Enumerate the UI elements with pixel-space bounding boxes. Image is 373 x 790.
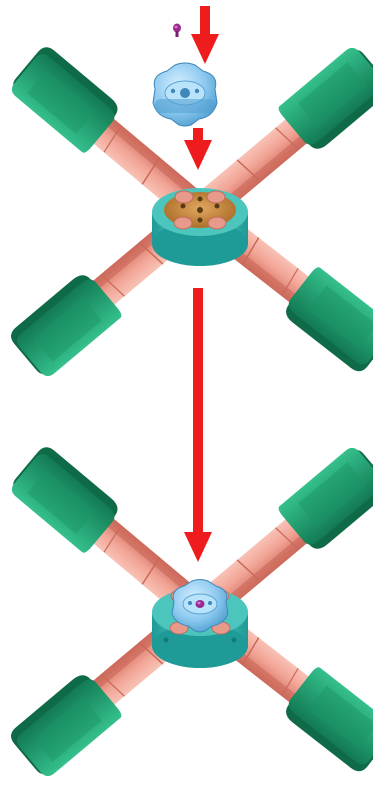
hub-to-center-arrow: [184, 128, 212, 170]
step-down-arrow: [184, 288, 212, 562]
step-2-assembly: [7, 443, 373, 781]
arm-clamps: [173, 190, 227, 230]
blue-hub-part: [152, 62, 218, 127]
screw-part: [173, 23, 181, 37]
screw-installed: [195, 600, 205, 608]
screw-to-hub-arrow: [191, 6, 219, 64]
step-1-assembly: [7, 6, 373, 381]
